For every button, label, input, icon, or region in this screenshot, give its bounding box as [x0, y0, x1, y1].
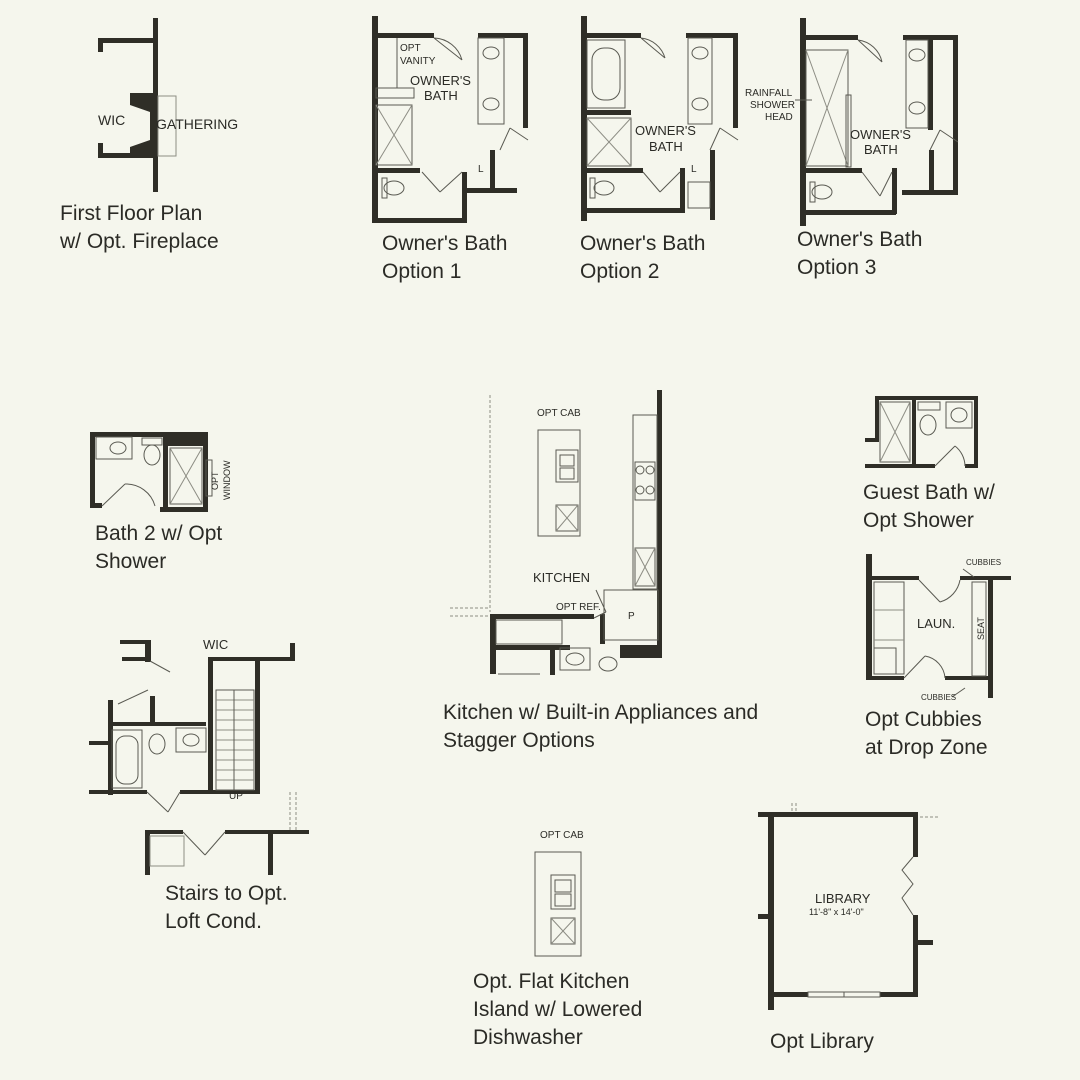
svg-text:RAINFALL: RAINFALL [745, 88, 793, 99]
svg-text:SHOWER: SHOWER [750, 100, 795, 111]
plan-bath-2-shower: OPT WINDOW [90, 432, 232, 512]
svg-text:CUBBIES: CUBBIES [921, 693, 956, 702]
svg-text:OWNER'S: OWNER'S [850, 127, 911, 142]
svg-text:BATH: BATH [649, 139, 683, 154]
svg-text:BATH: BATH [424, 88, 458, 103]
plan-guest-bath [865, 396, 978, 468]
svg-text:SEAT: SEAT [976, 617, 986, 640]
svg-text:OPT: OPT [400, 43, 421, 54]
gathering-label: GATHERING [156, 116, 238, 132]
plan-flat-island: OPT CAB [534, 830, 584, 957]
wic-label: WIC [98, 112, 125, 128]
svg-text:L: L [691, 164, 697, 175]
svg-text:WINDOW: WINDOW [222, 460, 232, 500]
svg-text:LAUN.: LAUN. [917, 616, 955, 631]
plan-laundry-cubbies: CUBBIES LAUN. SEAT CUBBIES [866, 554, 1011, 702]
svg-text:CUBBIES: CUBBIES [966, 558, 1001, 567]
svg-text:OPT CAB: OPT CAB [537, 408, 581, 419]
fireplace-icon [130, 93, 153, 158]
plan-owners-bath-2: OWNER'S BATH L [581, 16, 739, 221]
caption-stairs: Stairs to Opt.Loft Cond. [165, 882, 288, 933]
svg-text:OPT CAB: OPT CAB [540, 830, 584, 841]
plan-owners-bath-3: RAINFALL SHOWER HEAD OWNER'S BATH [745, 18, 959, 226]
library-dimensions: 11'-8" x 14'-0" [809, 907, 864, 917]
plan-kitchen: OPT CAB KITCHEN OPT REF. P [450, 390, 662, 675]
plan-fireplace: WIC GATHERING [98, 18, 238, 192]
svg-text:VANITY: VANITY [400, 56, 436, 67]
svg-text:OWNER'S: OWNER'S [635, 123, 696, 138]
plan-stairs: WIC UP [89, 637, 309, 875]
caption-library: Opt Library [770, 1030, 874, 1053]
svg-text:UP: UP [229, 791, 243, 802]
svg-text:OWNER'S: OWNER'S [410, 73, 471, 88]
plan-library: LIBRARY 11'-8" x 14'-0" [758, 803, 940, 1010]
svg-text:P: P [628, 611, 635, 622]
svg-text:KITCHEN: KITCHEN [533, 570, 590, 585]
caption-guest-bath: Guest Bath w/Opt Shower [863, 481, 995, 532]
svg-text:HEAD: HEAD [765, 112, 793, 123]
plan-owners-bath-1: OPT VANITY OWNER'S BATH L [372, 16, 529, 223]
svg-text:OPT: OPT [210, 471, 220, 490]
svg-text:L: L [478, 164, 484, 175]
svg-text:WIC: WIC [203, 637, 228, 652]
svg-text:BATH: BATH [864, 142, 898, 157]
library-room-label: LIBRARY [815, 891, 871, 906]
svg-text:OPT REF.: OPT REF. [556, 602, 601, 613]
